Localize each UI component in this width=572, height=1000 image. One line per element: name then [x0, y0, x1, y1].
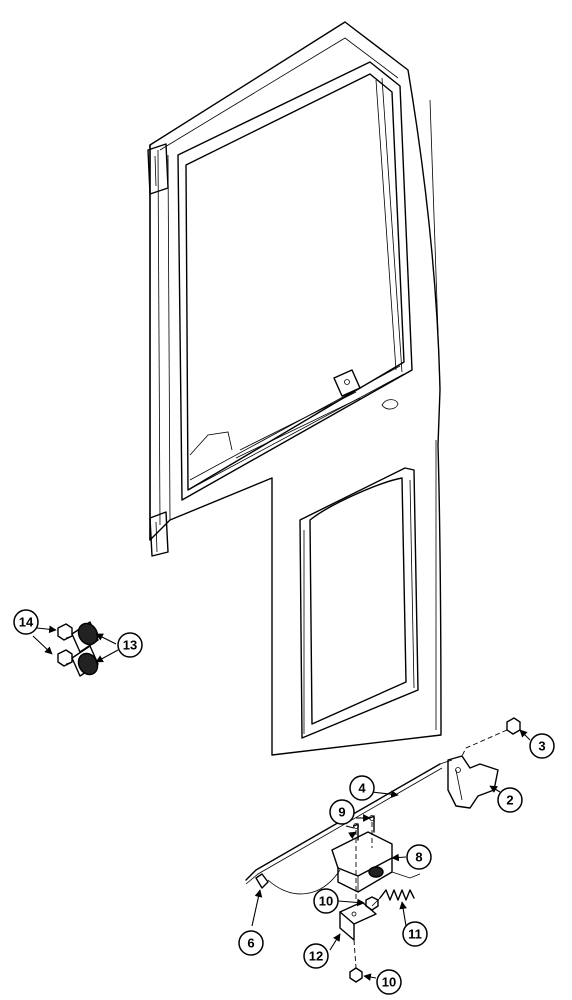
callout-3-label: 3 [538, 739, 545, 754]
callout-9: 9 [329, 799, 355, 825]
callout-10-upper: 10 [313, 888, 339, 914]
callout-10-upper-label: 10 [319, 894, 333, 909]
callout-10-lower: 10 [376, 969, 402, 995]
bumper-assembly [57, 621, 99, 677]
callout-6-label: 6 [247, 936, 254, 951]
callout-13-label: 13 [123, 638, 137, 653]
callout-8: 8 [406, 844, 432, 870]
callout-13: 13 [117, 632, 143, 658]
callout-4: 4 [349, 775, 375, 801]
callout-4-label: 4 [358, 781, 366, 796]
callout-10-lower-label: 10 [382, 975, 396, 990]
door-frame [147, 21, 442, 756]
callout-14-label: 14 [19, 615, 34, 630]
latch-mechanism [245, 717, 521, 983]
callout-11-label: 11 [408, 927, 422, 942]
callout-6: 6 [238, 930, 264, 956]
callout-9-label: 9 [338, 805, 345, 820]
callout-2: 2 [497, 787, 523, 813]
callout-11: 11 [402, 921, 428, 947]
callout-8-label: 8 [415, 850, 422, 865]
callout-leaders [32, 625, 531, 981]
callout-12-label: 12 [309, 949, 323, 964]
callout-3: 3 [529, 733, 555, 759]
callout-12: 12 [303, 943, 329, 969]
callout-2-label: 2 [506, 793, 513, 808]
callout-14: 14 [13, 609, 39, 635]
